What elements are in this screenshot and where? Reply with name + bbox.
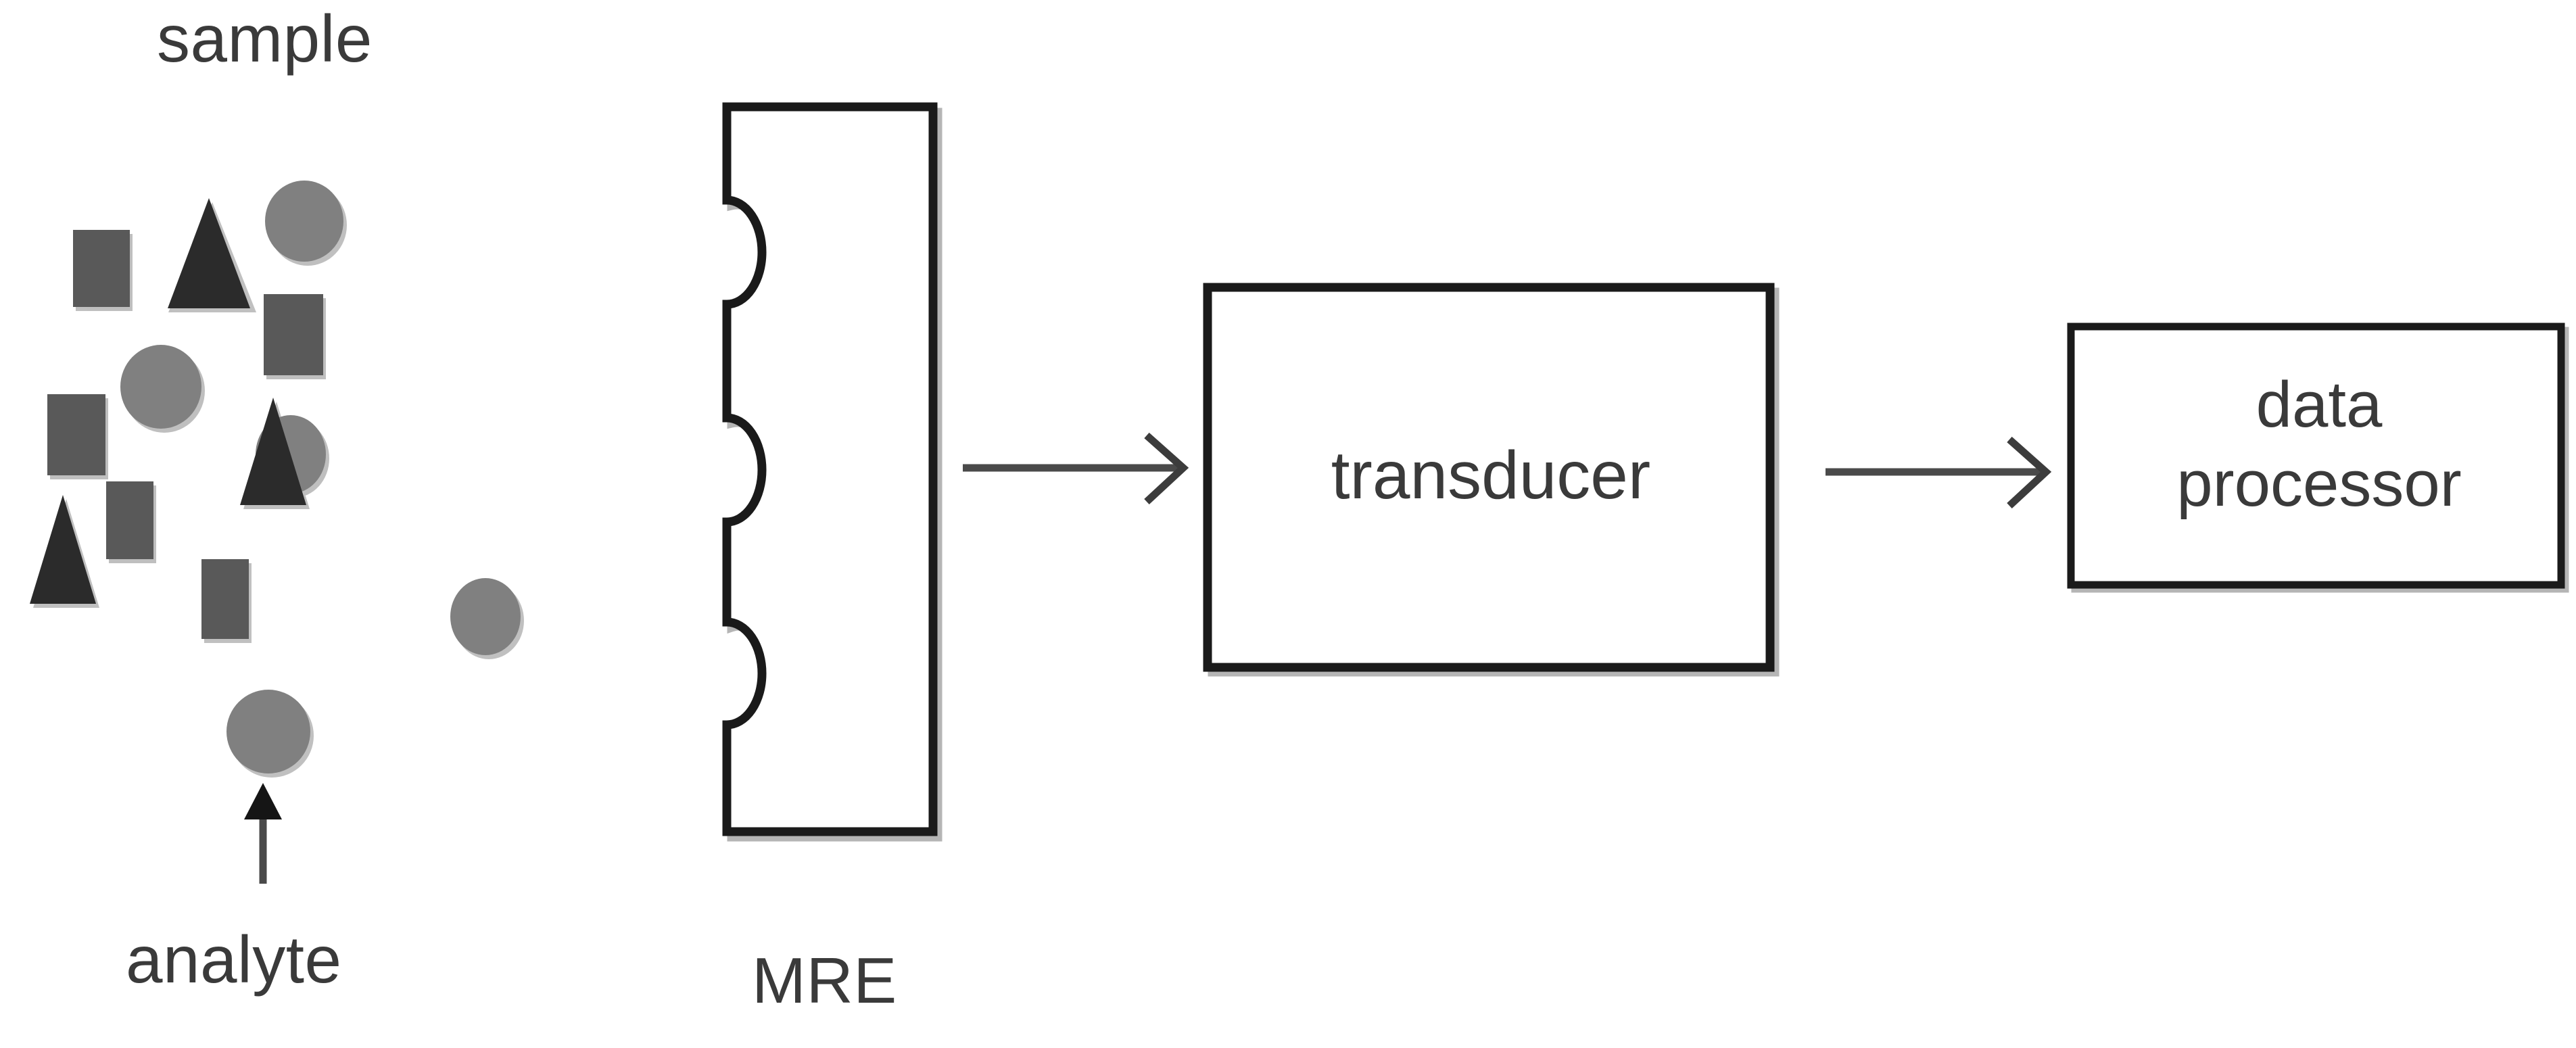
- analyte-circle-labeled: [226, 690, 310, 773]
- data-processor-box-outline: [2067, 323, 2565, 589]
- interferent-square: [47, 394, 105, 475]
- interferent-triangles: [30, 198, 306, 604]
- interferent-squares: [47, 230, 323, 639]
- interferent-triangle: [30, 495, 96, 604]
- interferent-square: [73, 230, 130, 307]
- transducer-box-outline: [1203, 283, 1775, 672]
- data-processor-label: data processor: [2176, 368, 2462, 521]
- interferent-triangle: [240, 398, 306, 505]
- analyte-circle: [120, 345, 201, 429]
- interferent-square: [106, 481, 153, 559]
- interferent-square: [201, 559, 249, 639]
- analyte-circle: [450, 578, 521, 655]
- mre-element: [722, 102, 943, 842]
- mre-label: MRE: [752, 945, 897, 1017]
- transducer-label: transducer: [1331, 437, 1651, 513]
- data-processor-box[interactable]: [2067, 323, 2569, 593]
- arrow-mre-to-transducer: [963, 432, 1189, 505]
- analyte-label: analyte: [126, 922, 342, 997]
- analyte-pointer-arrow: [244, 783, 282, 884]
- mre-outline: [722, 102, 938, 836]
- analyte-circle: [265, 181, 343, 262]
- sample-label: sample: [157, 1, 373, 76]
- arrow-transducer-to-data-processor: [1826, 436, 2052, 509]
- interferent-square: [264, 294, 323, 375]
- sample-particle-cluster: [30, 181, 524, 778]
- transducer-box[interactable]: [1203, 283, 1780, 677]
- interferent-triangle: [168, 198, 250, 308]
